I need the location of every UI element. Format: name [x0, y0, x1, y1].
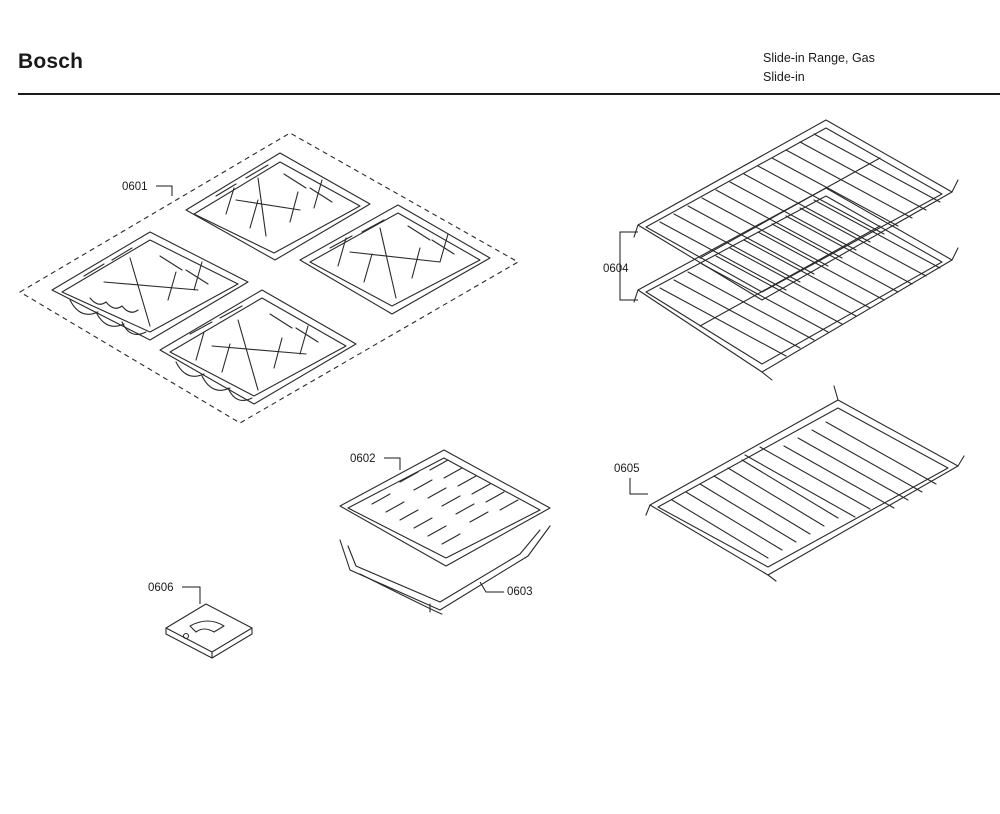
lower-oven-rack: [633, 187, 959, 381]
burner-grates-icon[interactable]: 0601: [18, 132, 520, 424]
upper-oven-rack: [633, 119, 959, 301]
broil-pan-icon[interactable]: 0603: [339, 525, 551, 615]
split-oven-rack-icon[interactable]: 0605: [614, 385, 965, 582]
callout-0605: 0605: [614, 463, 640, 475]
brand-name: Bosch: [18, 50, 84, 73]
model-description: Slide-in Range, Gas Slide-in: [763, 49, 875, 87]
callout-0601: 0601: [122, 181, 148, 193]
model-line-1: Slide-in Range, Gas: [763, 51, 875, 65]
model-line-2: Slide-in: [763, 70, 805, 84]
header-divider: [18, 93, 1000, 95]
broil-grid: [339, 449, 551, 567]
callout-0603: 0603: [507, 586, 533, 598]
callout-0602: 0602: [350, 453, 376, 465]
bracket-icon[interactable]: 0606: [148, 582, 253, 659]
grate-front-right: [159, 289, 357, 405]
callout-0604: 0604: [603, 263, 629, 275]
oven-racks-icon[interactable]: 0604: [603, 119, 959, 381]
grate-rear-left: [185, 152, 371, 261]
broil-pan: [339, 525, 551, 615]
broil-pan-grid-icon[interactable]: 0602: [339, 449, 551, 567]
split-rack-frame: [645, 385, 965, 582]
bracket-part: [165, 603, 253, 659]
grate-front-left: [51, 231, 249, 341]
callout-0606: 0606: [148, 582, 174, 594]
grate-rear-right: [299, 204, 491, 315]
